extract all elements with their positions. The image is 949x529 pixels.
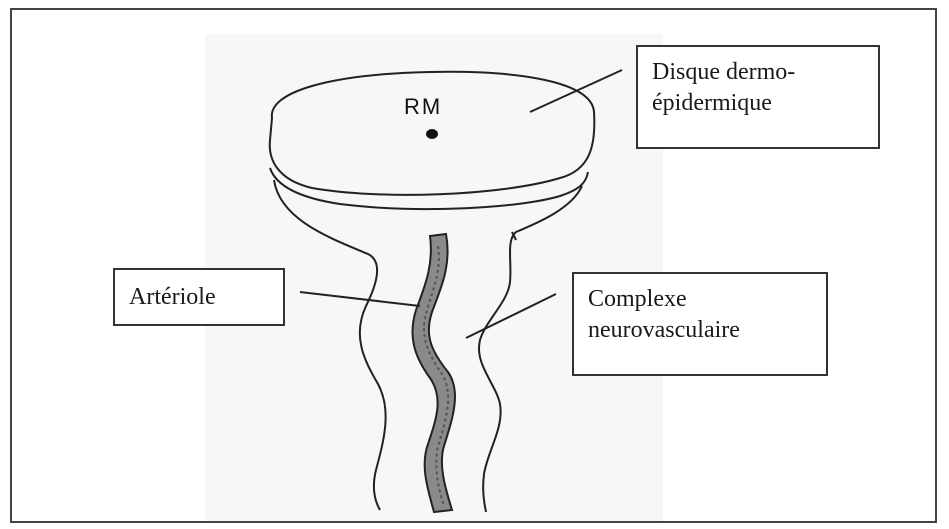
label-box-disque: Disque dermo- épidermique <box>636 45 880 149</box>
rm-label: RM <box>404 94 442 119</box>
stalk-right-outline <box>479 186 582 512</box>
label-arteriole: Artériole <box>129 282 269 313</box>
label-complexe-line2: neurovasculaire <box>588 315 812 346</box>
arteriole-vessel <box>412 234 455 512</box>
leader-complexe <box>466 294 556 338</box>
label-disque-line1: Disque dermo- <box>652 57 864 88</box>
label-disque-line2: épidermique <box>652 88 864 119</box>
leader-disque <box>530 70 622 112</box>
label-box-complexe: Complexe neurovasculaire <box>572 272 828 376</box>
stalk-left-outline <box>274 180 386 510</box>
rm-dot <box>426 129 438 139</box>
label-box-arteriole: Artériole <box>113 268 285 326</box>
label-complexe-line1: Complexe <box>588 284 812 315</box>
leader-arteriole <box>300 292 420 306</box>
